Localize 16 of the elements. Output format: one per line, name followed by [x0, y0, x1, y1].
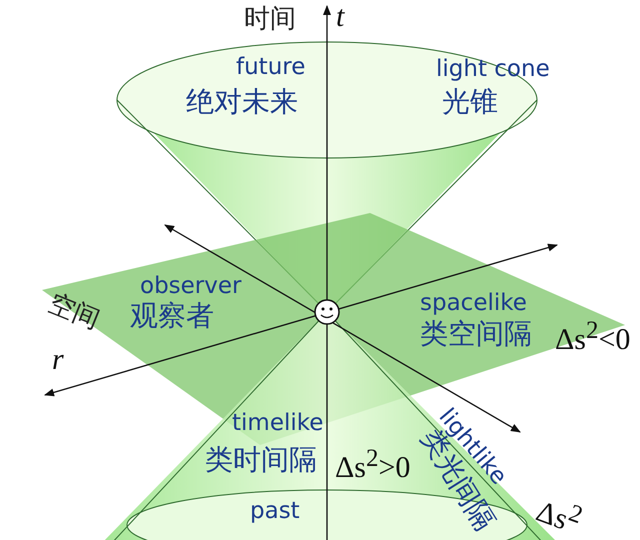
axis-label: r	[52, 345, 64, 375]
region-label: observer	[140, 275, 242, 298]
region-label: 类空间隔	[420, 320, 532, 348]
region-label: timelike	[232, 412, 324, 435]
region-label: 光锥	[442, 88, 498, 116]
region-label: 类时间隔	[205, 446, 317, 474]
axis-label: 时间	[244, 6, 296, 32]
region-label: future	[236, 56, 306, 79]
region-label: 绝对未来	[186, 88, 298, 116]
region-label: past	[250, 500, 300, 523]
region-label: spacelike	[420, 292, 527, 315]
region-label: 观察者	[130, 302, 214, 330]
axis-label: t	[336, 2, 344, 32]
axis-label: 空间	[45, 290, 104, 334]
formula: Δs$^{2}$	[532, 494, 586, 538]
formula: Δs$^{2}$>0	[335, 446, 410, 483]
